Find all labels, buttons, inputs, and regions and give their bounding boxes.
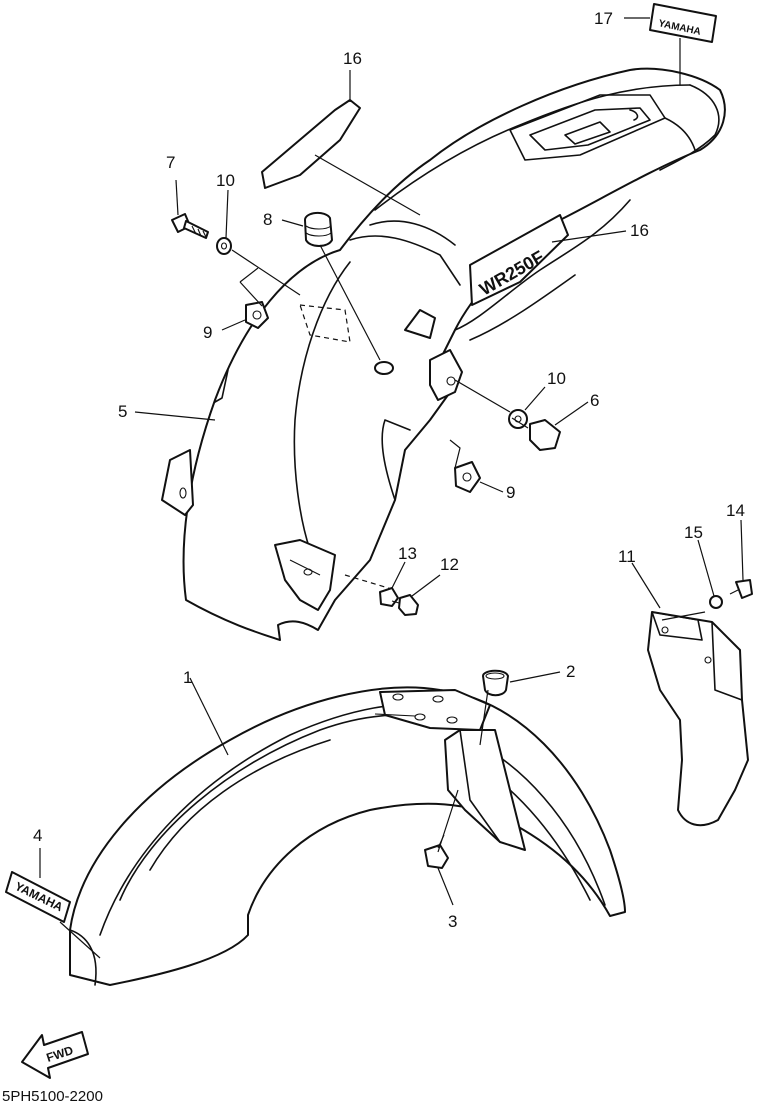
washer-10 bbox=[216, 237, 232, 255]
callout-9-right: 9 bbox=[506, 483, 515, 502]
callout-7: 7 bbox=[166, 153, 175, 172]
washer-15 bbox=[709, 595, 723, 609]
nut-13 bbox=[379, 587, 399, 607]
callout-13: 13 bbox=[398, 544, 417, 563]
callout-10-right: 10 bbox=[547, 369, 566, 388]
bolt-6 bbox=[511, 417, 561, 451]
callout-15: 15 bbox=[684, 523, 703, 542]
nut-9-right bbox=[454, 461, 481, 493]
bolt-3 bbox=[424, 834, 449, 869]
diagram-code: 5PH5100-2200 bbox=[2, 1088, 103, 1105]
callout-17: 17 bbox=[594, 9, 613, 28]
callout-14: 14 bbox=[726, 501, 745, 520]
callout-labels: 17 16 16 7 10 8 9 5 10 6 9 13 12 11 15 1… bbox=[33, 9, 745, 931]
front-fender-emblem: YAMAHA bbox=[5, 871, 71, 923]
callout-16-side: 16 bbox=[630, 221, 649, 240]
number-plate-11 bbox=[647, 611, 749, 827]
callout-9-left: 9 bbox=[203, 323, 212, 342]
callout-6: 6 bbox=[590, 391, 599, 410]
callout-8: 8 bbox=[263, 210, 272, 229]
bolt-7 bbox=[171, 213, 209, 239]
forward-arrow: FWD bbox=[21, 1031, 89, 1079]
callout-2: 2 bbox=[566, 662, 575, 681]
grommet-2 bbox=[482, 669, 509, 697]
grommet-8 bbox=[304, 212, 333, 247]
callout-3: 3 bbox=[448, 912, 457, 931]
screw-12 bbox=[391, 594, 419, 616]
rear-fender-emblem: YAMAHA bbox=[649, 3, 717, 43]
callout-10-left: 10 bbox=[216, 171, 235, 190]
washer-10-right bbox=[508, 409, 528, 429]
callout-1: 1 bbox=[183, 668, 192, 687]
callout-16-top: 16 bbox=[343, 49, 362, 68]
top-decal bbox=[261, 99, 361, 189]
rear-fender bbox=[161, 67, 726, 641]
leader-lines bbox=[39, 17, 744, 959]
callout-11: 11 bbox=[618, 547, 636, 566]
callout-4: 4 bbox=[33, 826, 42, 845]
callout-5: 5 bbox=[118, 402, 127, 421]
front-fender bbox=[69, 686, 626, 986]
screw-14 bbox=[729, 579, 753, 599]
callout-12: 12 bbox=[440, 555, 459, 574]
